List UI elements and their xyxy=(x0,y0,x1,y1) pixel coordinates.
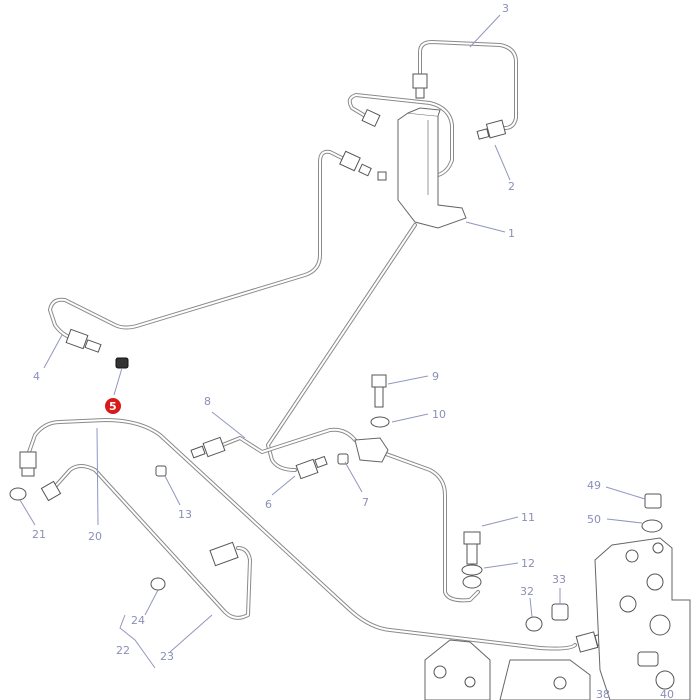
fitting-23 xyxy=(209,541,239,567)
callout-20: 20 xyxy=(88,530,102,543)
part-7 xyxy=(337,453,349,465)
callout-13: 13 xyxy=(178,508,192,521)
fitting-upper-left xyxy=(361,108,381,128)
plug-49 xyxy=(644,493,662,509)
bolt-11 xyxy=(463,531,481,545)
washer-10 xyxy=(370,416,390,428)
callouts: 1 2 3 4 5 6 7 8 9 10 11 12 13 20 21 22 2… xyxy=(32,2,674,700)
bolt-9 xyxy=(371,374,387,388)
part-5 xyxy=(115,357,129,369)
callout-11: 11 xyxy=(521,511,535,524)
part-24 xyxy=(150,577,166,591)
callout-33: 33 xyxy=(552,573,566,586)
pipe-4 xyxy=(48,149,352,340)
callout-32: 32 xyxy=(520,585,534,598)
callout-38: 38 xyxy=(596,688,610,700)
callout-5-badge xyxy=(105,398,121,414)
fitting-top xyxy=(412,73,428,89)
fitting-8 xyxy=(202,436,226,458)
callout-2: 2 xyxy=(508,180,515,193)
lower-bracket xyxy=(499,659,591,700)
callout-22: 22 xyxy=(116,644,130,657)
pipes xyxy=(26,40,577,651)
valve-block-1 xyxy=(397,107,467,229)
fitting-4 xyxy=(65,328,89,350)
pipe-to-12 xyxy=(373,448,480,603)
callout-7: 7 xyxy=(362,496,369,509)
parts xyxy=(9,73,691,700)
washer-50 xyxy=(641,519,663,533)
part-21 xyxy=(9,487,27,501)
callout-23: 23 xyxy=(160,650,174,663)
callout-24: 24 xyxy=(131,614,145,627)
callout-6: 6 xyxy=(265,498,272,511)
callout-10: 10 xyxy=(432,408,446,421)
callout-5: 5 xyxy=(109,400,117,413)
pipe-diagonal xyxy=(266,223,417,472)
leader-lines xyxy=(19,14,646,669)
callout-40: 40 xyxy=(660,688,674,700)
part-13 xyxy=(155,465,167,477)
callout-21: 21 xyxy=(32,528,46,541)
pump-housing xyxy=(594,537,691,700)
callout-9: 9 xyxy=(432,370,439,383)
fitting-23-end xyxy=(40,480,62,502)
banjo xyxy=(462,575,482,589)
washer-12 xyxy=(461,564,483,576)
fitting-20 xyxy=(19,451,37,469)
fitting-6 xyxy=(295,458,319,480)
callout-49: 49 xyxy=(587,479,601,492)
callout-50: 50 xyxy=(587,513,601,526)
fitting-bottom xyxy=(575,631,599,653)
callout-8: 8 xyxy=(204,395,211,408)
tee-block xyxy=(354,437,389,463)
callout-12: 12 xyxy=(521,557,535,570)
callout-4: 4 xyxy=(33,370,40,383)
fitting-left xyxy=(339,150,361,172)
part-32 xyxy=(525,616,543,632)
callout-1: 1 xyxy=(508,227,515,240)
fitting-2 xyxy=(485,119,507,139)
pipe-8 xyxy=(213,427,357,454)
pipe-20 xyxy=(26,418,577,651)
callout-3: 3 xyxy=(502,2,509,15)
part-33 xyxy=(551,603,569,621)
